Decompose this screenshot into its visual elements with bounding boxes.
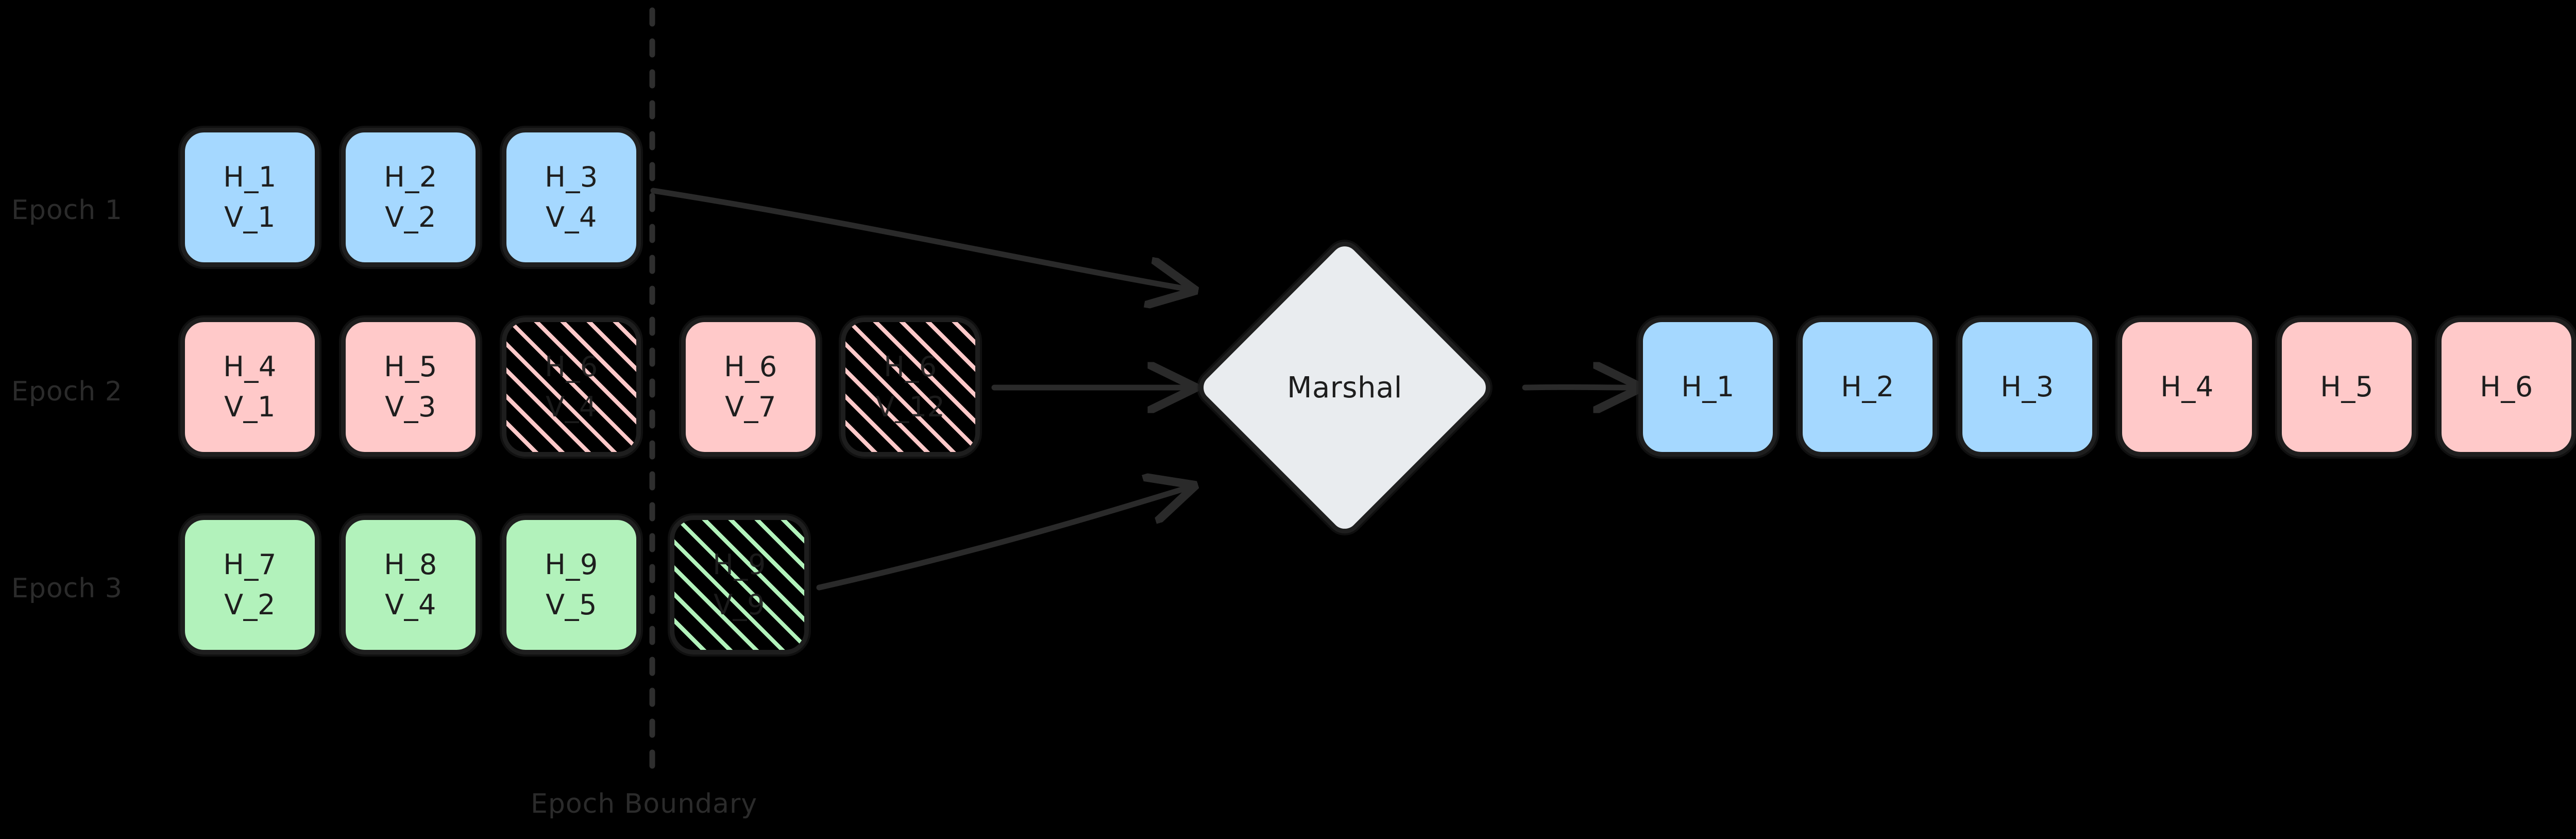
output-node-6[interactable]: H_6	[2437, 317, 2576, 457]
epoch-label-1: Epoch 1	[11, 195, 123, 226]
output-node-4[interactable]: H_4	[2117, 317, 2257, 457]
arrow-epoch3-to-marshal	[816, 489, 1185, 591]
arrow-epoch1-to-marshal	[650, 188, 1185, 289]
node-v-label: V_4	[546, 391, 597, 423]
epoch-label-3: Epoch 3	[11, 573, 123, 604]
node-h-label: H_3	[545, 160, 598, 193]
node-v-label: V_1	[224, 391, 276, 423]
epoch1-node-2[interactable]: H_2 V_2	[341, 128, 480, 267]
node-v-label: V_12	[875, 391, 945, 423]
node-h-label: H_1	[223, 160, 277, 193]
epoch1-node-1[interactable]: H_1 V_1	[180, 128, 319, 267]
epoch3-node-2[interactable]: H_8 V_4	[341, 515, 480, 655]
epoch-boundary-label: Epoch Boundary	[531, 788, 758, 819]
node-v-label: V_2	[224, 589, 276, 621]
output-node-1[interactable]: H_1	[1638, 317, 1777, 457]
epoch3-node-4-dropped[interactable]: H_9 V_9	[670, 515, 809, 655]
node-h-label: H_2	[1841, 370, 1894, 403]
epoch2-node-5-dropped[interactable]: H_6 V_12	[841, 317, 980, 457]
node-v-label: V_7	[725, 391, 776, 423]
node-v-label: V_1	[224, 201, 276, 233]
epoch2-node-1[interactable]: H_4 V_1	[180, 317, 319, 457]
node-h-label: H_6	[545, 350, 598, 383]
epoch-label-2: Epoch 2	[11, 376, 123, 407]
output-node-2[interactable]: H_2	[1798, 317, 1937, 457]
node-h-label: H_3	[2001, 370, 2054, 403]
node-v-label: V_4	[385, 589, 436, 621]
node-h-label: H_6	[2480, 370, 2533, 403]
node-h-label: H_5	[384, 350, 437, 383]
node-h-label: H_6	[724, 350, 777, 383]
node-h-label: H_6	[884, 350, 937, 383]
node-h-label: H_4	[223, 350, 277, 383]
epoch2-node-3-dropped[interactable]: H_6 V_4	[502, 317, 641, 457]
epoch3-node-1[interactable]: H_7 V_2	[180, 515, 319, 655]
epoch1-node-3[interactable]: H_3 V_4	[502, 128, 641, 267]
node-v-label: V_5	[546, 589, 597, 621]
epoch2-node-2[interactable]: H_5 V_3	[341, 317, 480, 457]
marshal-label: Marshal	[1287, 371, 1402, 405]
epoch2-node-4[interactable]: H_6 V_7	[681, 317, 820, 457]
output-node-5[interactable]: H_5	[2277, 317, 2416, 457]
epoch3-node-3[interactable]: H_9 V_5	[502, 515, 641, 655]
node-h-label: H_8	[384, 548, 437, 581]
arrow-marshal-to-output	[1522, 387, 1631, 388]
node-h-label: H_9	[713, 548, 766, 581]
node-v-label: V_2	[385, 201, 436, 233]
node-h-label: H_7	[223, 548, 277, 581]
node-h-label: H_1	[1681, 370, 1735, 403]
node-v-label: V_4	[546, 201, 597, 233]
node-h-label: H_4	[2160, 370, 2214, 403]
node-h-label: H_5	[2320, 370, 2374, 403]
node-v-label: V_3	[385, 391, 436, 423]
node-v-label: V_9	[714, 589, 765, 621]
output-node-3[interactable]: H_3	[1958, 317, 2097, 457]
marshal-node[interactable]: Marshal	[1192, 234, 1498, 541]
node-h-label: H_9	[545, 548, 598, 581]
node-h-label: H_2	[384, 160, 437, 193]
